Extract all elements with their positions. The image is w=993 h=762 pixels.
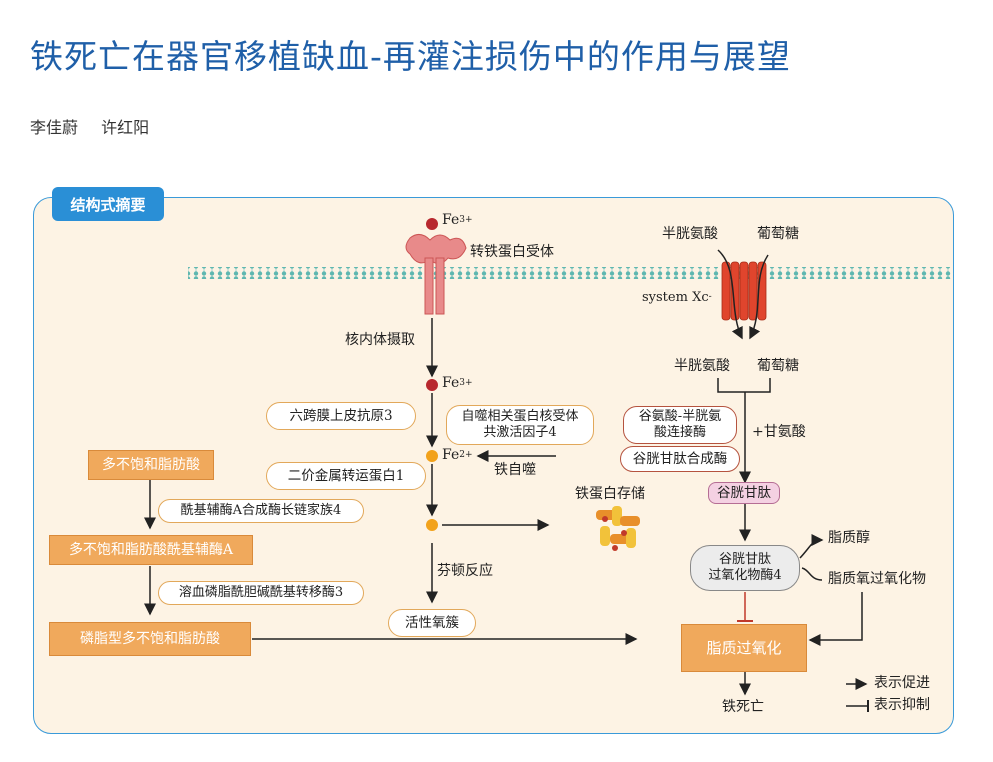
pufa-coa-box: 多不饱和脂肪酸酰基辅酶A: [49, 535, 253, 565]
iron-icon: [426, 519, 438, 531]
cystine-top-label: 半胱氨酸: [662, 226, 718, 242]
pl-pufa-box: 磷脂型多不饱和脂肪酸: [49, 622, 251, 656]
lipid-peroxide-label: 脂质氧过氧化物: [828, 571, 926, 587]
legend-inhibit: 表示抑制: [874, 697, 930, 713]
fenton-label: 芬顿反应: [437, 563, 493, 579]
gpx4-box: 谷胱甘肽 过氧化物酶4: [690, 545, 800, 591]
ferritinophagy-label: 铁自噬: [494, 462, 536, 478]
fe3-top-icon: [426, 218, 438, 230]
panel-tag: 结构式摘要: [52, 187, 164, 221]
transferrin-receptor-label: 转铁蛋白受体: [470, 244, 554, 260]
gsh-box: 谷胱甘肽: [708, 482, 780, 504]
author-2: 许红阳: [101, 118, 150, 137]
dmt1-box: 二价金属转运蛋白1: [266, 462, 426, 490]
author-1: 李佳蔚: [30, 118, 79, 137]
ros-box: 活性氧簇: [388, 609, 476, 637]
lpcat3-box: 溶血磷脂酰胆碱酰基转移酶3: [158, 581, 364, 605]
endocytosis-label: 核内体摄取: [345, 332, 415, 348]
legend-promote: 表示促进: [874, 675, 930, 691]
ferritin-icon: [596, 506, 640, 551]
lipid-peroxidation-box: 脂质过氧化: [681, 624, 807, 672]
acsl4-box: 酰基辅酶A合成酶长链家族4: [158, 499, 364, 523]
system-xc-icon: [717, 249, 769, 340]
transferrin-receptor-icon: [405, 234, 467, 315]
ncoa4-box: 自噬相关蛋白核受体 共激活因子4: [446, 405, 594, 445]
cell-membrane: [188, 267, 954, 279]
plus-glycine-label: +甘氨酸: [752, 424, 806, 440]
fe2-icon: [426, 450, 438, 462]
gcl-box: 谷氨酸-半胱氨 酸连接酶: [623, 406, 737, 444]
system-xc-label: system Xc-: [642, 290, 712, 305]
steap3-box: 六跨膜上皮抗原3: [266, 402, 416, 430]
authors: 李佳蔚 许红阳: [30, 114, 167, 138]
cystine-bottom-label: 半胱氨酸: [674, 358, 730, 374]
gss-box: 谷胱甘肽合成酶: [620, 446, 740, 472]
glucose-bottom-label: 葡萄糖: [757, 358, 799, 374]
pufa-box: 多不饱和脂肪酸: [88, 450, 214, 480]
ferritin-storage-label: 铁蛋白存储: [575, 486, 645, 502]
page-title: 铁死亡在器官移植缺血-再灌注损伤中的作用与展望: [30, 37, 791, 76]
ferroptosis-label: 铁死亡: [722, 699, 764, 715]
lipid-alcohol-label: 脂质醇: [828, 530, 870, 546]
fe3-mid-icon: [426, 379, 438, 391]
glucose-top-label: 葡萄糖: [757, 226, 799, 242]
